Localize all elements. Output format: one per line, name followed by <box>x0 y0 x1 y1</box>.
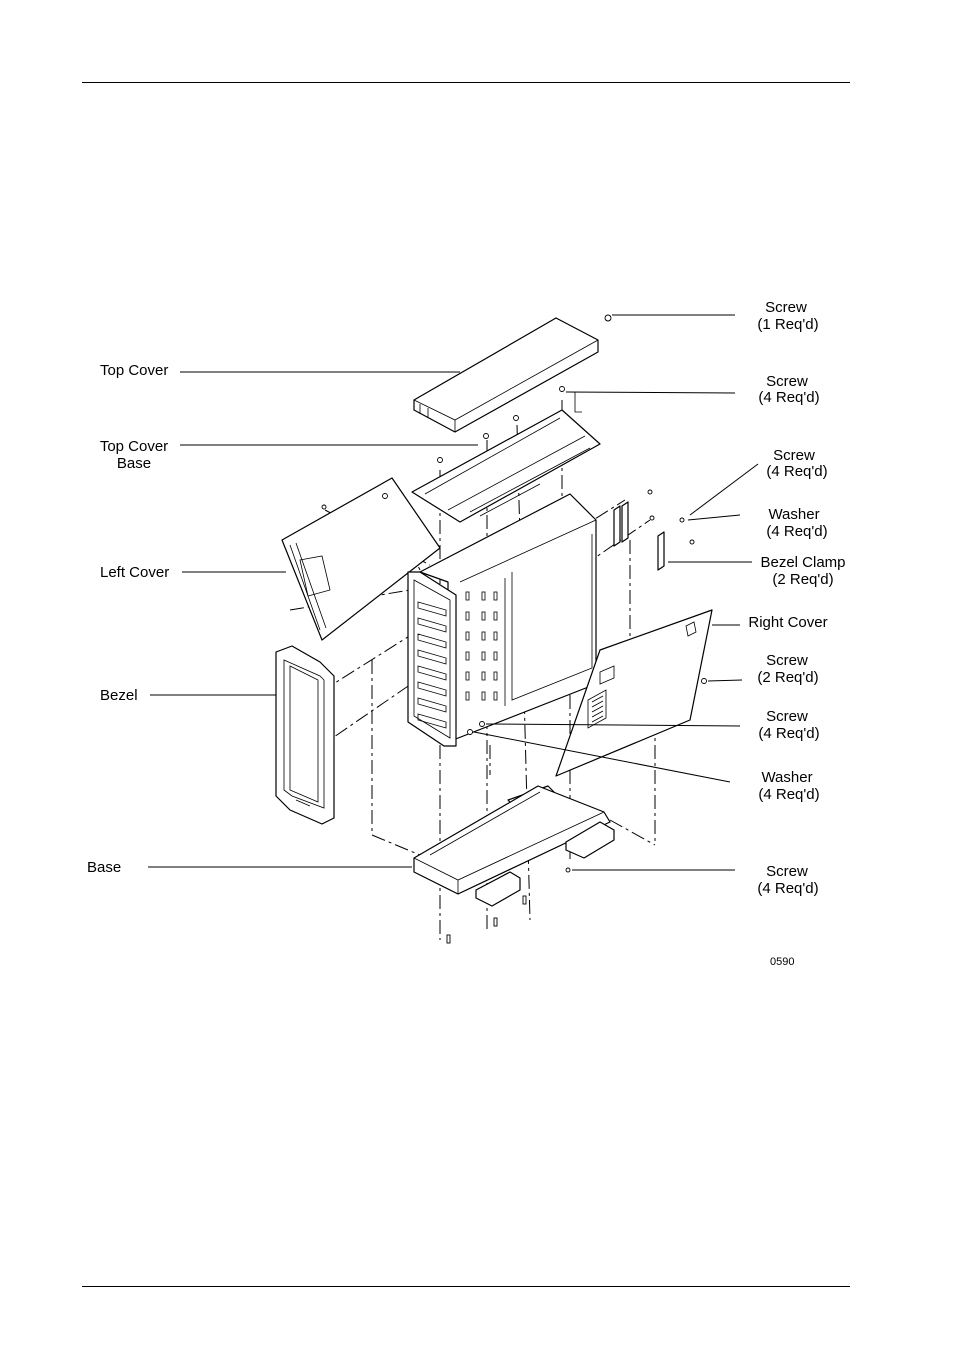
callout-bezel: Bezel <box>100 687 138 704</box>
label-quantity: (4 Req'd) <box>766 523 827 540</box>
callout-top-cover-base: Top Cover Base <box>100 438 168 472</box>
label-washer: Washer <box>761 769 812 786</box>
label-screw: Screw <box>773 447 815 464</box>
callout-screw-top-4req: Screw (4 Req'd) <box>758 373 819 406</box>
callout-washer-rear-4req: Washer (4 Req'd) <box>766 506 827 540</box>
callout-base: Base <box>87 859 121 876</box>
label-quantity: (4 Req'd) <box>758 725 819 742</box>
label-quantity: (4 Req'd) <box>758 389 819 406</box>
callout-screw-front-4req: Screw (4 Req'd) <box>758 708 819 742</box>
label-bezel-clamp: Bezel Clamp <box>760 554 845 571</box>
callout-right-cover: Right Cover <box>748 614 827 631</box>
label-bezel: Bezel <box>100 687 138 704</box>
label-quantity: (1 Req'd) <box>757 316 818 333</box>
label-quantity: (2 Req'd) <box>772 571 833 588</box>
label-quantity: (4 Req'd) <box>758 786 819 803</box>
callout-screw-1req: Screw (1 Req'd) <box>757 299 818 333</box>
callout-screw-rear-4req: Screw (4 Req'd) <box>766 447 827 480</box>
top-cover <box>414 318 598 432</box>
label-quantity: (4 Req'd) <box>766 463 827 480</box>
label-screw: Screw <box>766 863 808 880</box>
bezel <box>276 646 334 824</box>
label-screw: Screw <box>766 708 808 725</box>
label-quantity: (4 Req'd) <box>757 880 818 897</box>
base <box>414 786 614 906</box>
label-base: Base <box>87 859 121 876</box>
callout-bezel-clamp: Bezel Clamp (2 Req'd) <box>760 554 845 588</box>
callout-top-cover: Top Cover <box>100 362 168 379</box>
label-base: Base <box>117 455 151 472</box>
label-screw: Screw <box>766 652 808 669</box>
figure-code: 0590 <box>770 956 794 968</box>
label-right-cover: Right Cover <box>748 614 827 631</box>
callout-left-cover: Left Cover <box>100 564 169 581</box>
label-quantity: (2 Req'd) <box>757 669 818 686</box>
label-top-cover: Top Cover <box>100 362 168 379</box>
callout-washer-front-4req: Washer (4 Req'd) <box>758 769 819 803</box>
label-screw: Screw <box>766 373 808 390</box>
label-screw: Screw <box>765 299 807 316</box>
label-washer: Washer <box>768 506 819 523</box>
label-top-cover: Top Cover <box>100 438 168 455</box>
callout-screw-2req: Screw (2 Req'd) <box>757 652 818 686</box>
label-left-cover: Left Cover <box>100 564 169 581</box>
callout-screw-base-4req: Screw (4 Req'd) <box>757 863 818 897</box>
